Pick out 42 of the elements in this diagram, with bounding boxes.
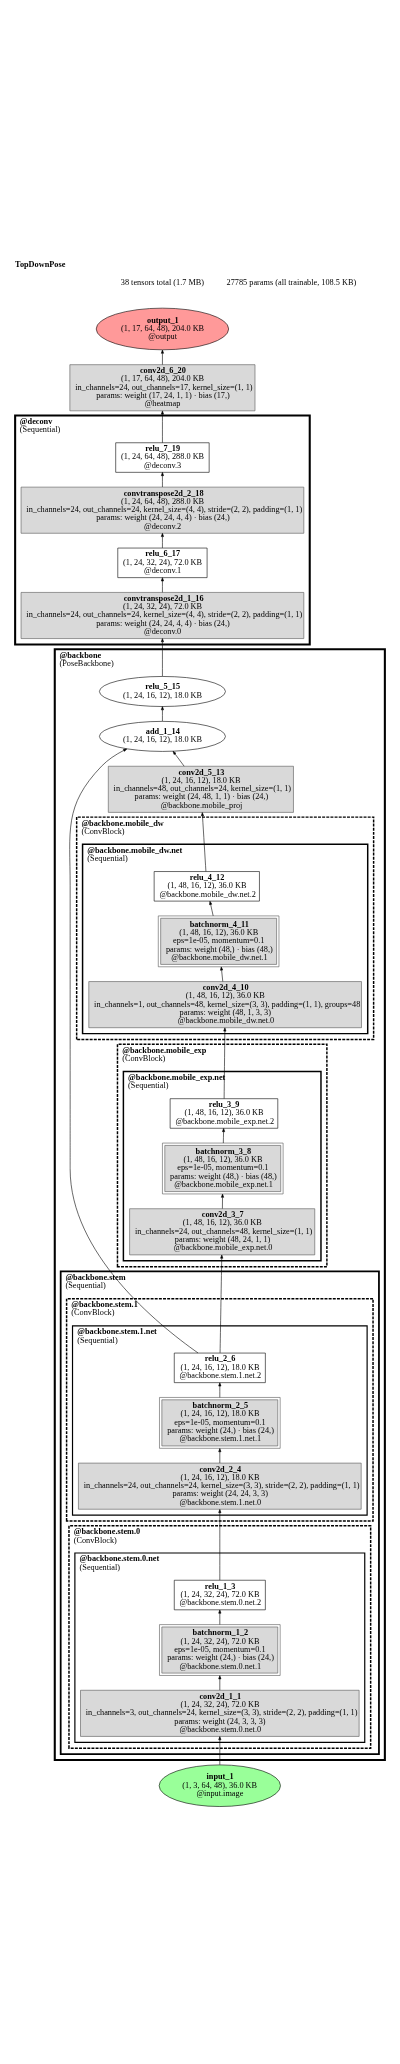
arrow — [220, 966, 224, 982]
arrow — [69, 748, 199, 1353]
arrow — [161, 471, 164, 487]
arrow — [161, 410, 164, 443]
node-box: conv2d_5_13 (1, 24, 16, 12), 18.0 KB in_channels=48, out_channels=24, kernel_size=(1, 1) params: weight (24, 48, 1, 1) · bias (24,) @backbone.mobile_proj — [108, 765, 294, 813]
arrow — [201, 811, 207, 872]
node-box: convtranspose2d_1_16 (1, 24, 32, 24), 72.0 KB in_channels=24, out_channels=24, kernel_size=(4, 4), stride=(2, 2), padding=(1, 1) params: weight (24, 24, 4, 4) · bias (24,) @deconv.0 — [20, 591, 305, 639]
node-ellipse: relu_5_15 (1, 24, 16, 12), 18.0 KB — [99, 675, 226, 707]
arrow — [221, 1193, 224, 1209]
arrow — [161, 532, 164, 548]
arrow — [209, 900, 214, 916]
arrow — [219, 1254, 224, 1353]
node-ellipse: output_1 (1, 17, 64, 48), 204.0 KB @output — [95, 307, 229, 350]
arrow — [218, 1735, 222, 1765]
arrow — [218, 1674, 222, 1690]
node-box: conv2d_1_1 (1, 24, 32, 24), 72.0 KB in_channels=3, out_channels=24, kernel_size=(3, 3), stride=(2, 2), padding=(1, 1) params: weight (24, 3, 3, 3) @backbone.stem.0.net.0 — [80, 1689, 360, 1737]
arrow — [218, 1447, 222, 1463]
node-box: relu_1_3 (1, 24, 32, 24), 72.0 KB @backbone.stem.0.net.2 — [173, 1579, 266, 1610]
arrow — [218, 1382, 222, 1398]
arrow — [172, 750, 185, 766]
node-box: conv2d_4_10 (1, 48, 16, 12), 36.0 KB in_channels=1, out_channels=48, kernel_size=(3, 3), padding=(1, 1), groups=48 params: weight (48, 1, 3, 3) @backbone.mobile_dw.net.0 — [88, 980, 362, 1028]
node-box: relu_7_19 (1, 24, 64, 48), 288.0 KB @deconv.3 — [115, 441, 210, 473]
node-box: relu_6_17 (1, 24, 32, 24), 72.0 KB @deconv.1 — [117, 547, 208, 578]
arrow — [223, 1027, 227, 1099]
node-box: relu_2_6 (1, 24, 16, 12), 18.0 KB @backbone.stem.1.net.2 — [173, 1352, 266, 1383]
node-box: conv2d_3_7 (1, 48, 16, 12), 36.0 KB in_channels=24, out_channels=48, kernel_size=(1, 1) params: weight (48, 24, 1, 1) @backbone.mobile_exp.net.0 — [129, 1207, 316, 1255]
label: 27785 params (all trainable, 108.5 KB) — [226, 277, 357, 287]
arrow — [161, 576, 164, 593]
arrow — [222, 1127, 225, 1143]
diagram-title: TopDownPose — [15, 259, 66, 269]
node-box: conv2d_6_20 (1, 17, 64, 48), 204.0 KB in_channels=24, out_channels=17, kernel_size=(1, 1) params: weight (17, 24, 1, 1) · bias (17,) @heatmap — [69, 363, 256, 411]
label: 38 tensors total (1.7 MB) — [120, 277, 205, 287]
node-box: relu_4_12 (1, 48, 16, 12), 36.0 KB @backbone.mobile_dw.net.2 — [153, 870, 260, 901]
node-box: convtranspose2d_2_18 (1, 24, 64, 48), 288.0 KB in_channels=24, out_channels=24, kernel_size=(4, 4), stride=(2, 2), padding=(1, 1) params: weight (24, 24, 4, 4) · bias (24,) @deconv.2 — [20, 486, 305, 534]
arrow — [218, 1508, 222, 1580]
node-ellipse: input_1 (1, 3, 64, 48), 36.0 KB @input.image — [158, 1764, 281, 1807]
node-box: relu_3_9 (1, 48, 16, 12), 36.0 KB @backbone.mobile_exp.net.2 — [169, 1097, 279, 1129]
arrow — [161, 637, 164, 677]
node-box: conv2d_2_4 (1, 24, 16, 12), 18.0 KB in_channels=24, out_channels=24, kernel_size=(3, 3), stride=(2, 2), padding=(1, 1) params: weight (24, 24, 3, 3) @backbone.stem.1.net.0 — [78, 1462, 362, 1510]
arrow — [161, 705, 164, 722]
arrow — [161, 349, 164, 365]
arrow — [218, 1609, 222, 1625]
